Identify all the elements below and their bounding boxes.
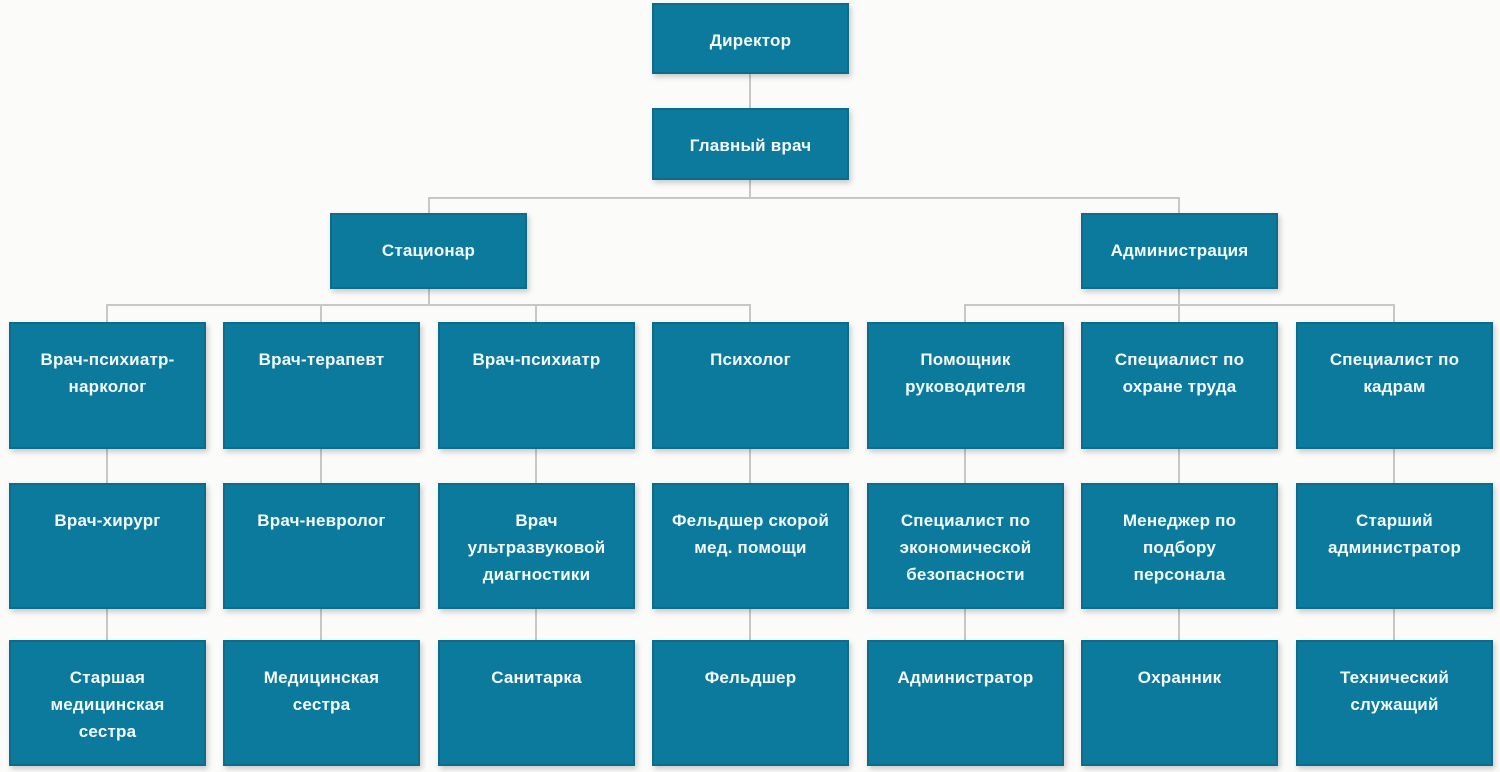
node-col2-bottom: Медицинская сестра — [223, 640, 420, 766]
connector-col4-head-middle — [749, 449, 751, 483]
node-col1-middle-label: Врач-хирург — [54, 511, 161, 530]
connector-elbow-stationar — [428, 197, 430, 213]
node-col6-head-label: Специалист по охране труда — [1114, 350, 1245, 396]
node-col2-bottom-label: Медицинская сестра — [263, 668, 380, 714]
connector-stationar-rail — [106, 304, 751, 306]
node-col3-middle: Врач ультразвуковой диагностики — [438, 483, 635, 609]
node-chief-doctor-label: Главный врач — [689, 136, 812, 155]
node-col6-bottom: Охранник — [1081, 640, 1278, 766]
connector-stub-col1 — [106, 304, 108, 322]
node-col4-head-label: Психолог — [710, 350, 791, 369]
node-col3-middle-label: Врач ультразвуковой диагностики — [467, 511, 606, 584]
node-col3-head-label: Врач-психиатр — [472, 350, 601, 369]
node-col6-bottom-label: Охранник — [1137, 668, 1222, 687]
connector-stub-col2 — [320, 304, 322, 322]
connector-stub-col7 — [1393, 304, 1395, 322]
connector-col7-head-middle — [1393, 449, 1395, 483]
node-col7-middle-label: Старший администратор — [1327, 511, 1462, 557]
connector-stationar-drop — [428, 289, 430, 306]
node-col2-middle-label: Врач-невролог — [257, 511, 386, 530]
connector-col6-middle-bottom — [1178, 609, 1180, 640]
node-col1-bottom-label: Старшая медицинская сестра — [50, 668, 165, 741]
node-col3-bottom-label: Санитарка — [491, 668, 582, 687]
node-col4-head: Психолог — [652, 322, 849, 449]
connector-col3-head-middle — [535, 449, 537, 483]
connector-col3-middle-bottom — [535, 609, 537, 640]
node-director-label: Директор — [709, 31, 792, 50]
node-col2-head-label: Врач-терапевт — [258, 350, 385, 369]
node-col1-head: Врач-психиатр- нарколог — [9, 322, 206, 449]
node-col6-middle: Менеджер по подбору персонала — [1081, 483, 1278, 609]
connector-administration-drop — [1178, 289, 1180, 306]
connector-stub-col3 — [535, 304, 537, 322]
connector-col1-middle-bottom — [106, 609, 108, 640]
connector-stub-col4 — [749, 304, 751, 322]
node-col2-head: Врач-терапевт — [223, 322, 420, 449]
connector-col7-middle-bottom — [1393, 609, 1395, 640]
connector-col2-middle-bottom — [320, 609, 322, 640]
node-col4-bottom-label: Фельдшер — [704, 668, 797, 687]
node-col2-middle: Врач-невролог — [223, 483, 420, 609]
connector-col4-middle-bottom — [749, 609, 751, 640]
node-col4-middle-label: Фельдшер скорой мед. помощи — [671, 511, 830, 557]
node-branch-stationar: Стационар — [330, 213, 527, 289]
node-branch-administration-label: Администрация — [1110, 241, 1249, 260]
node-col3-head: Врач-психиатр — [438, 322, 635, 449]
node-col5-bottom: Администратор — [867, 640, 1064, 766]
connector-chief-drop — [749, 180, 751, 199]
node-col3-bottom: Санитарка — [438, 640, 635, 766]
node-col7-bottom-label: Технический служащий — [1339, 668, 1450, 714]
node-col1-middle: Врач-хирург — [9, 483, 206, 609]
node-director: Директор — [652, 3, 849, 74]
node-col5-bottom-label: Администратор — [897, 668, 1034, 687]
node-col4-middle: Фельдшер скорой мед. помощи — [652, 483, 849, 609]
node-branch-stationar-label: Стационар — [381, 241, 476, 260]
node-col6-middle-label: Менеджер по подбору персонала — [1122, 511, 1237, 584]
connector-col1-head-middle — [106, 449, 108, 483]
node-col7-head: Специалист по кадрам — [1296, 322, 1493, 449]
node-col1-head-label: Врач-психиатр- нарколог — [40, 350, 175, 396]
node-col7-middle: Старший администратор — [1296, 483, 1493, 609]
node-col6-head: Специалист по охране труда — [1081, 322, 1278, 449]
connector-col5-middle-bottom — [964, 609, 966, 640]
node-branch-administration: Администрация — [1081, 213, 1278, 289]
connector-col5-head-middle — [964, 449, 966, 483]
connector-stub-col5 — [964, 304, 966, 322]
node-col7-head-label: Специалист по кадрам — [1329, 350, 1460, 396]
node-col4-bottom: Фельдшер — [652, 640, 849, 766]
node-chief-doctor: Главный врач — [652, 108, 849, 180]
node-col5-head: Помощник руководителя — [867, 322, 1064, 449]
connector-elbow-administration — [1178, 197, 1180, 213]
connector-col2-head-middle — [320, 449, 322, 483]
node-col1-bottom: Старшая медицинская сестра — [9, 640, 206, 766]
node-col5-middle-label: Специалист по экономической безопасности — [899, 511, 1032, 584]
connector-stub-col6 — [1178, 304, 1180, 322]
node-col5-middle: Специалист по экономической безопасности — [867, 483, 1064, 609]
node-col7-bottom: Технический служащий — [1296, 640, 1493, 766]
connector-col6-head-middle — [1178, 449, 1180, 483]
connector-director-chief — [749, 74, 751, 108]
connector-branch-rail — [428, 197, 1180, 199]
node-col5-head-label: Помощник руководителя — [905, 350, 1026, 396]
